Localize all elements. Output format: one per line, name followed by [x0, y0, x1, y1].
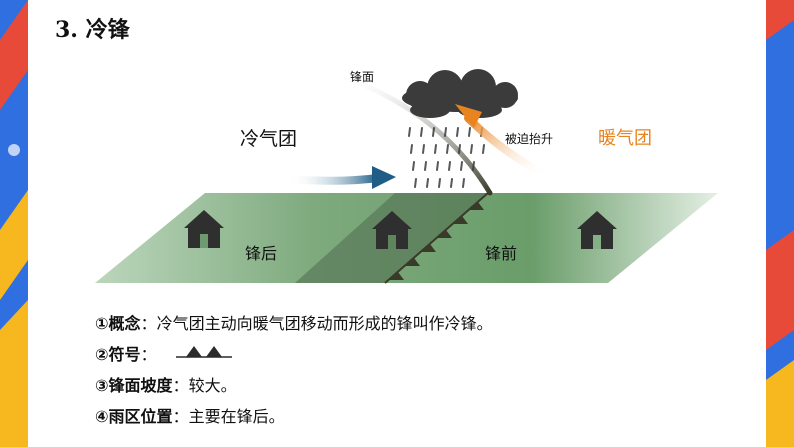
- concept-sep: ：: [172, 407, 189, 426]
- rain-icon: [408, 127, 485, 188]
- front-surface-curve: [335, 72, 493, 196]
- concept-value: 较大。: [188, 376, 237, 395]
- concept-value: 冷气团主动向暖气团移动而形成的锋叫作冷锋。: [156, 314, 493, 333]
- cold-front-symbol-icon: [176, 346, 232, 358]
- concept-row: ③锋面坡度：较大。: [95, 372, 493, 403]
- cloud-icon: [402, 69, 518, 118]
- lift-label: 被迫抬升: [505, 132, 554, 146]
- cold-air-arrow: [284, 166, 396, 189]
- house-icon: [184, 210, 224, 248]
- warm-air-arrow: [455, 104, 549, 179]
- behind-front-label: 锋后: [245, 244, 278, 263]
- concept-sep: ：: [140, 314, 157, 333]
- ahead-front-label: 锋前: [485, 244, 518, 263]
- concept-sep: ：: [140, 345, 157, 364]
- concept-key: ③锋面坡度: [95, 376, 173, 395]
- concept-sep: ：: [172, 376, 189, 395]
- concept-list: ①概念：冷气团主动向暖气团移动而形成的锋叫作冷锋。 ②符号： ③锋面坡度：较大。…: [95, 310, 493, 434]
- warm-air-label: 暖气团: [598, 128, 652, 149]
- concept-key: ①概念: [95, 314, 141, 333]
- concept-key: ④雨区位置: [95, 407, 173, 426]
- cold-front-triangles: [388, 202, 484, 280]
- concept-row: ①概念：冷气团主动向暖气团移动而形成的锋叫作冷锋。: [95, 310, 493, 341]
- concept-key: ②符号: [95, 345, 141, 364]
- concept-value: 主要在锋后。: [188, 407, 285, 426]
- house-icon: [577, 211, 617, 249]
- concept-row: ②符号：: [95, 341, 493, 372]
- cold-air-label: 冷气团: [240, 128, 298, 150]
- left-decorative-border: [0, 0, 28, 447]
- right-decorative-border: [766, 0, 794, 447]
- house-icon: [372, 211, 412, 249]
- concept-row: ④雨区位置：主要在锋后。: [95, 403, 493, 434]
- slide-heading: 3. 冷锋: [55, 17, 130, 43]
- front-surface-label: 锋面: [350, 70, 375, 84]
